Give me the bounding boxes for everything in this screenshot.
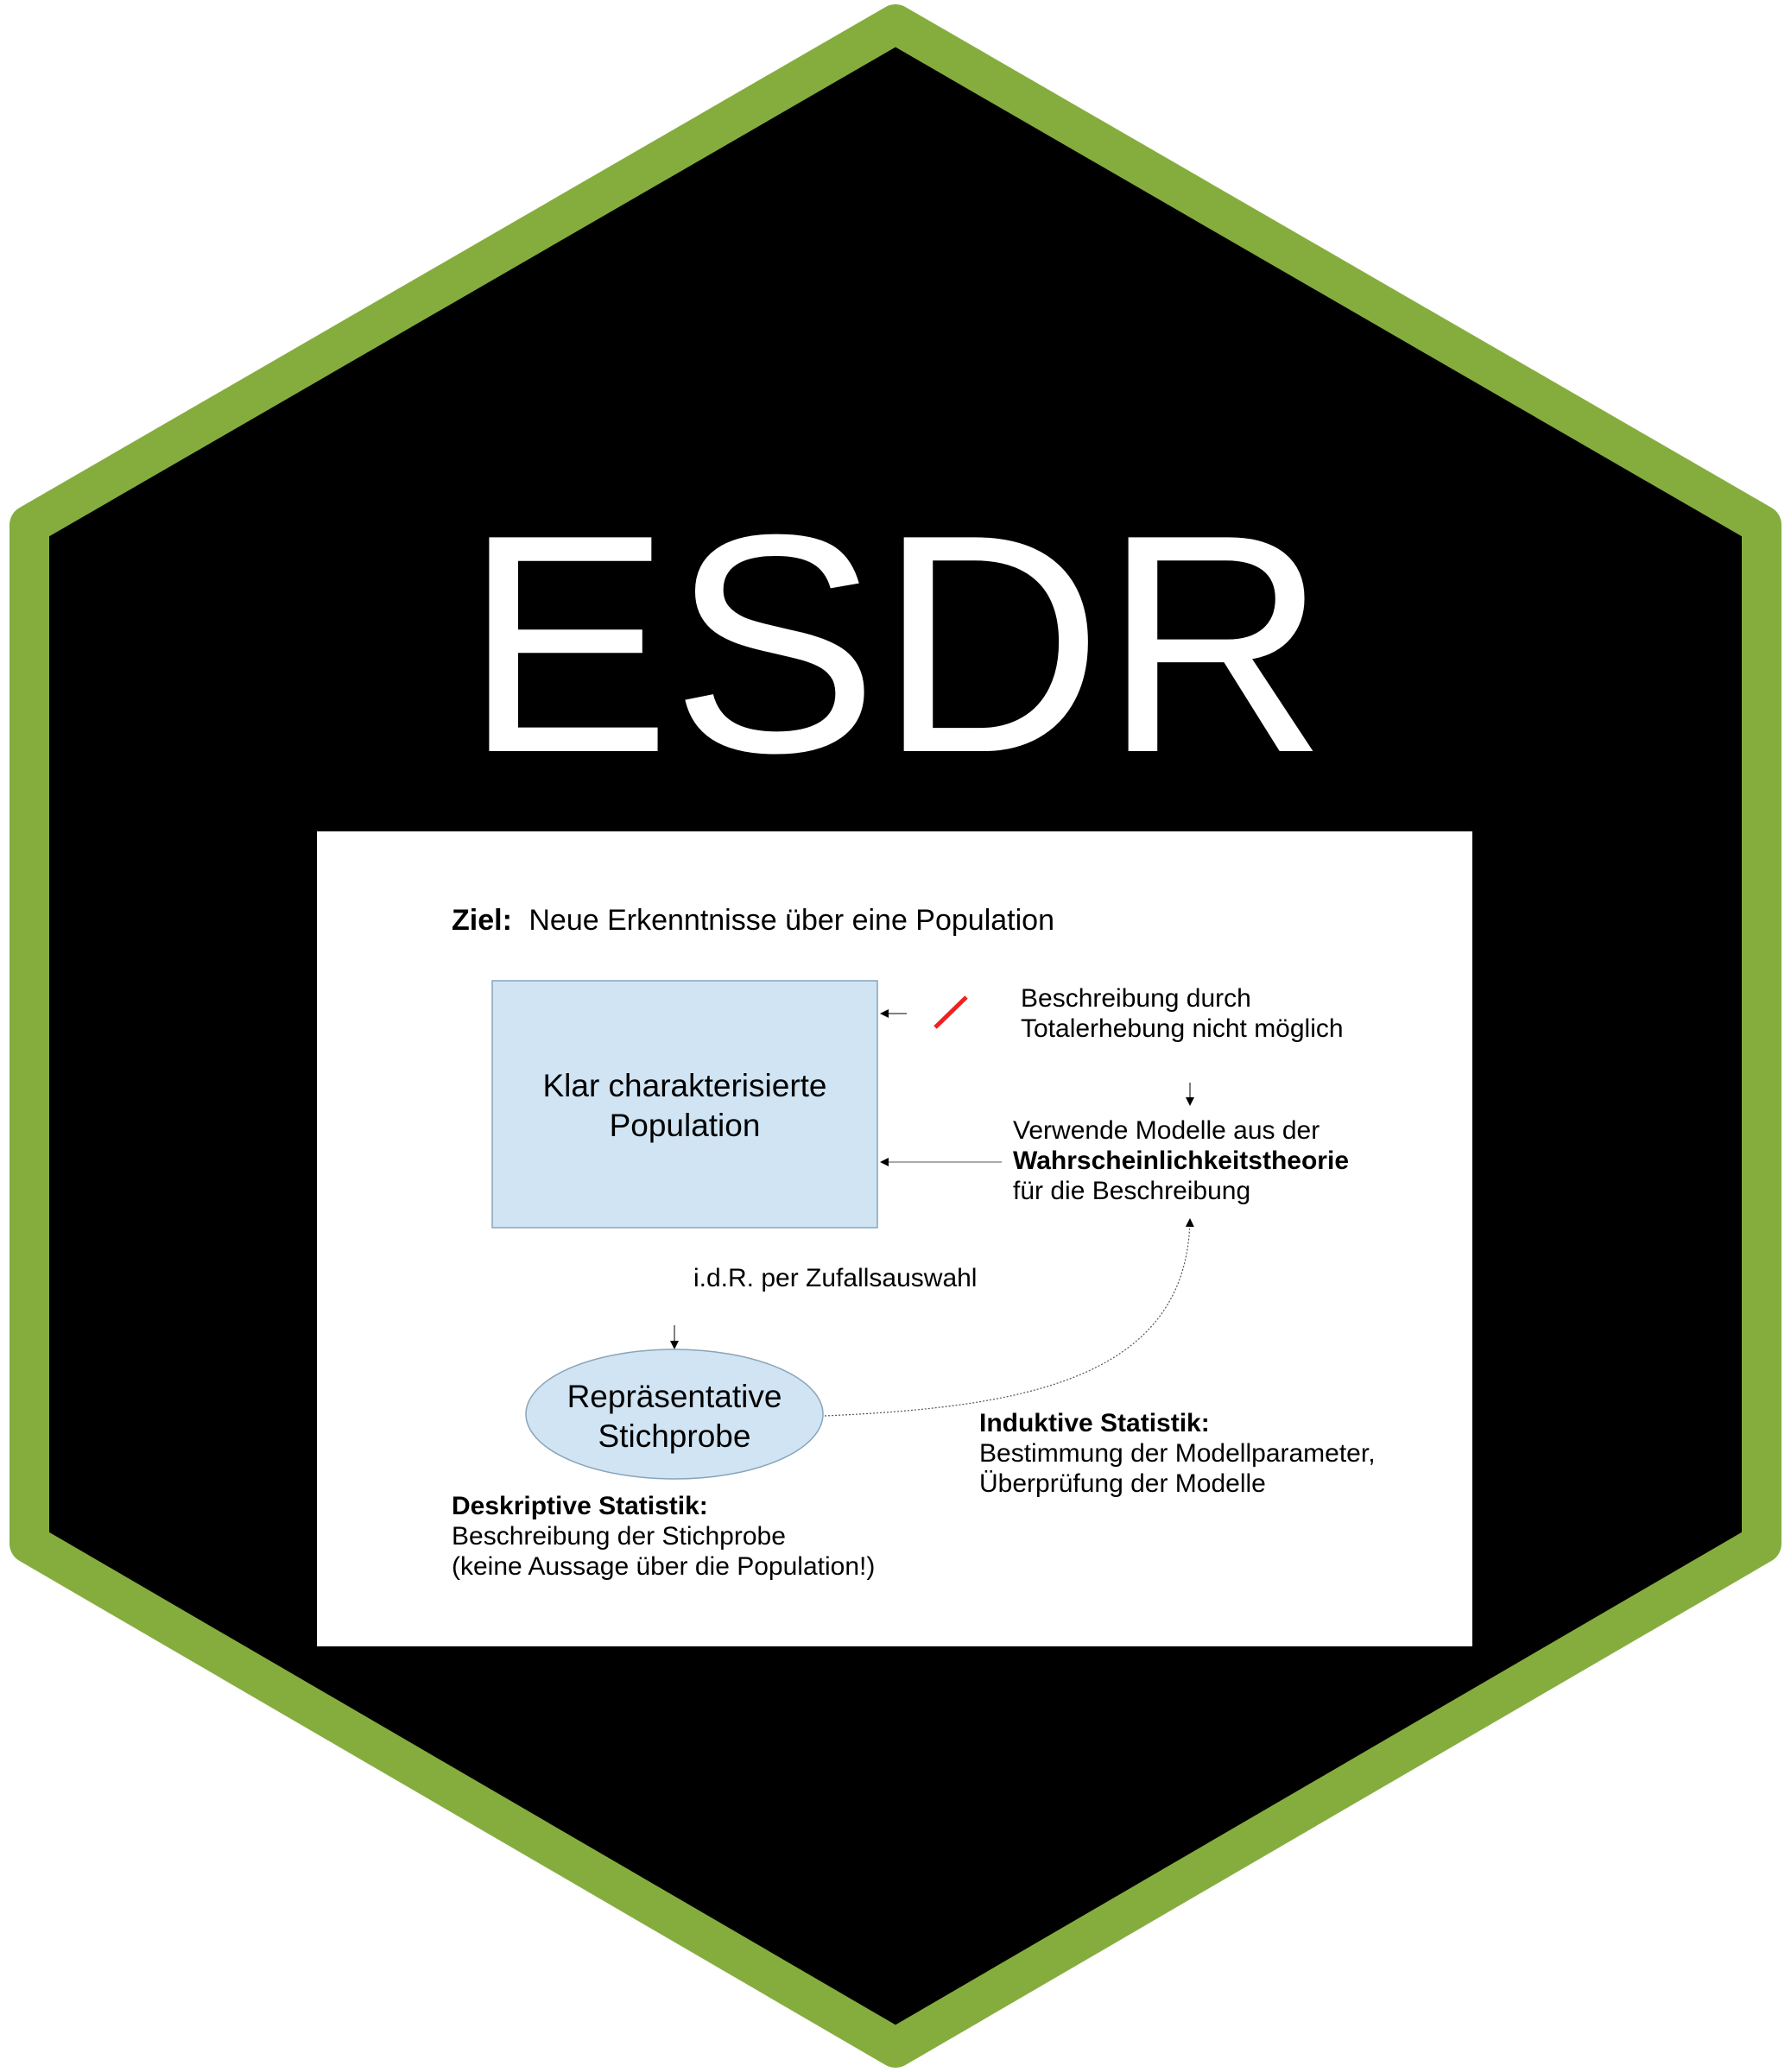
population-label-line2: Population: [610, 1108, 761, 1143]
inductive-line2: Überprüfung der Modelle: [979, 1469, 1266, 1498]
population-label-line1: Klar charakterisierte: [542, 1068, 826, 1103]
diagram-panel: [317, 831, 1472, 1646]
descriptive-label: Deskriptive Statistik:: [452, 1492, 708, 1520]
models-line2: Wahrscheinlichkeitstheorie: [1013, 1147, 1349, 1175]
descriptive-line2: (keine Aussage über die Population!): [452, 1552, 875, 1581]
inductive-arrow: [824, 1218, 1194, 1417]
logo-title: ESDR: [464, 471, 1327, 818]
goal-label: Ziel:: [452, 904, 512, 937]
models-line3: für die Beschreibung: [1013, 1177, 1250, 1205]
population-box: [491, 980, 878, 1229]
sample-ellipse: [525, 1349, 824, 1480]
no-total-survey-line1: Beschreibung durch: [1021, 984, 1251, 1013]
goal-statement: Ziel: Neue Erkenntnisse über eine Popula…: [452, 904, 1054, 937]
sampling-label: i.d.R. per Zufallsauswahl: [693, 1264, 977, 1292]
inductive-line1: Bestimmung der Modellparameter,: [979, 1439, 1376, 1468]
negation-mark: [933, 995, 968, 1029]
inductive-label: Induktive Statistik:: [979, 1409, 1210, 1437]
sample-label-line1: Repräsentative: [567, 1379, 782, 1414]
models-line1: Verwende Modelle aus der: [1013, 1116, 1320, 1145]
sample-label-line2: Stichprobe: [598, 1418, 751, 1454]
no-total-survey-line2: Totalerhebung nicht möglich: [1021, 1014, 1344, 1043]
descriptive-line1: Beschreibung der Stichprobe: [452, 1522, 786, 1551]
goal-text: Neue Erkenntnisse über eine Population: [528, 904, 1054, 937]
